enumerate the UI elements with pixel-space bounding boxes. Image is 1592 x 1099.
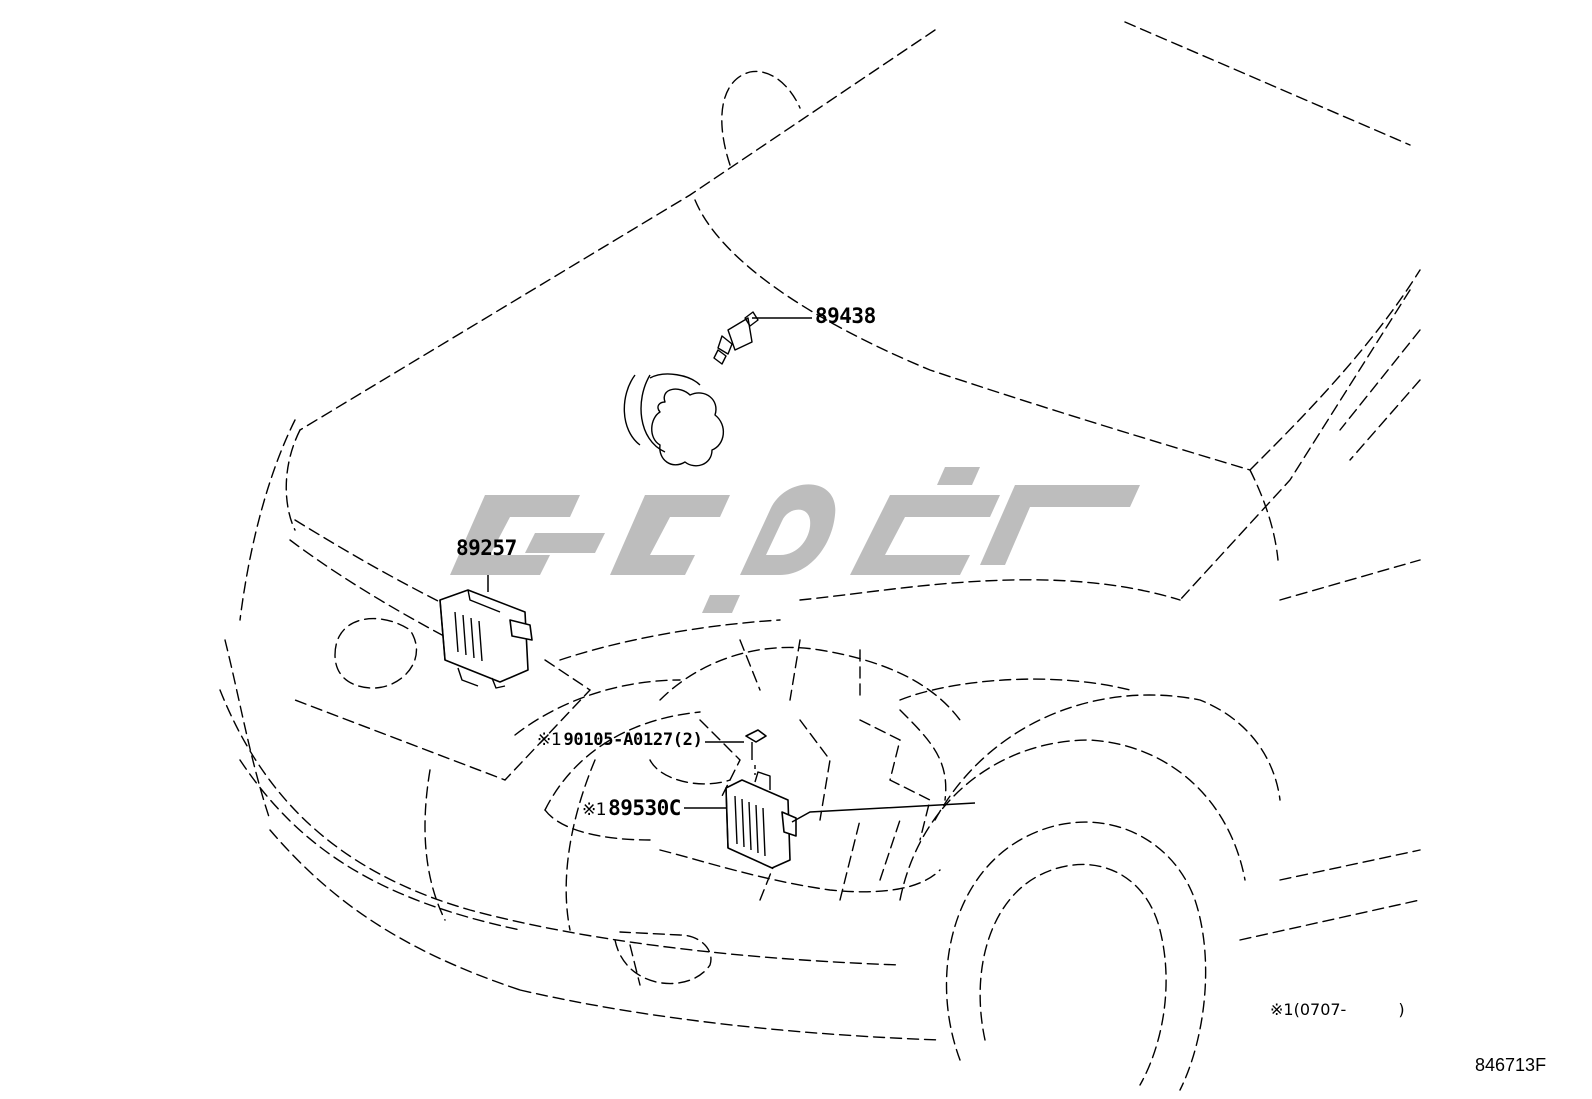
callout-89257: 89257 <box>456 536 517 560</box>
part-89257-module <box>439 589 533 689</box>
note-mark: ※1 <box>582 800 607 820</box>
part-89438-sensor <box>623 311 759 467</box>
footnote-applicability: ※1(0707-) <box>1270 1000 1405 1019</box>
watermark-logo <box>450 467 1140 613</box>
figure-code: 846713F <box>1475 1055 1547 1075</box>
part-89530c-ecu <box>725 771 797 869</box>
note-mark: ※1 <box>537 730 562 750</box>
callout-89530c: ※189530C <box>582 796 681 820</box>
callout-89438: 89438 <box>815 304 876 328</box>
car-body-outline <box>219 21 1421 1091</box>
part-90105-bolt <box>745 729 767 775</box>
